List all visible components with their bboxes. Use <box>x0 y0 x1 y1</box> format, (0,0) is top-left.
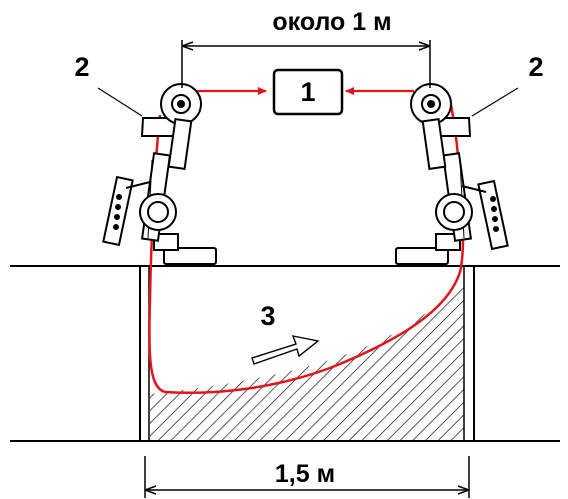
roller-left-leader <box>97 87 143 117</box>
bottom-dimension <box>144 456 470 498</box>
trench <box>139 265 475 442</box>
cable-direction-arrow <box>251 335 320 365</box>
device-label: 1 <box>300 77 315 107</box>
top-dimension <box>181 40 431 88</box>
ground-surface <box>10 265 560 442</box>
trench-label: 3 <box>260 301 275 331</box>
roller-left-label: 2 <box>74 52 89 82</box>
trench-backfill-hatch <box>150 278 464 441</box>
roller-right-leader <box>471 87 519 117</box>
cable <box>148 104 465 395</box>
roller-right-label: 2 <box>528 52 543 82</box>
roller-stand-left <box>102 83 217 265</box>
device-box <box>272 68 344 116</box>
bottom-dimension-label: 1,5 м <box>275 460 335 488</box>
roller-stand-right <box>395 83 509 265</box>
top-dimension-label: около 1 м <box>272 8 391 36</box>
